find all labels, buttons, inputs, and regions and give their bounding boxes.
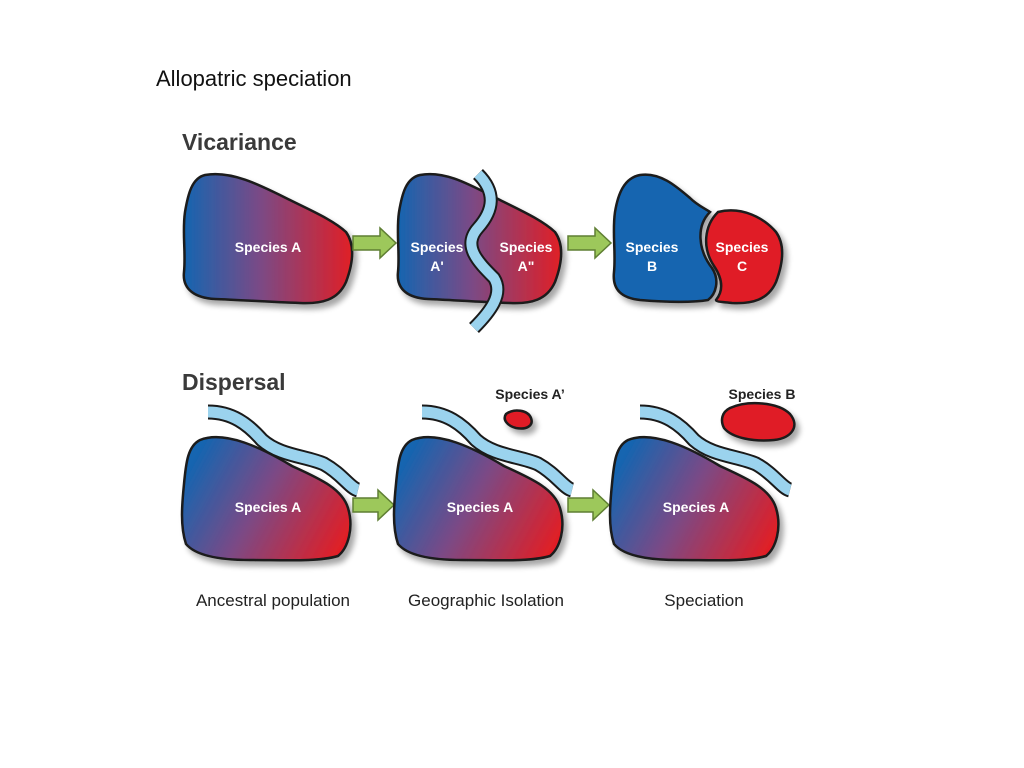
island-population [503, 409, 533, 430]
species-a-range [392, 435, 564, 562]
species-a-range [182, 172, 354, 305]
species-b-range [612, 173, 718, 304]
disp-stage3-island-label: Species B [729, 386, 796, 402]
dispersal-title: Dispersal [182, 369, 286, 395]
caption-geographic-isolation: Geographic Isolation [408, 591, 564, 610]
species-a-range [608, 435, 780, 562]
dispersal-stage1 [180, 435, 352, 562]
disp-stage2-label: Species A [447, 499, 513, 515]
arrow-right [352, 226, 398, 260]
disp-stage2-island-label: Species A’ [495, 386, 565, 402]
river-fill [421, 406, 575, 496]
species-a-range [180, 435, 352, 562]
species-b-island [720, 402, 796, 442]
vicariance-stage1 [182, 172, 354, 305]
vic-stage3-left-line1: Species [626, 239, 679, 255]
vic-stage2-right-line1: Species [500, 239, 553, 255]
arrow-right [567, 488, 611, 522]
river-fill [207, 406, 361, 496]
disp-stage3-label: Species A [663, 499, 729, 515]
vic-stage3-right-line1: Species [716, 239, 769, 255]
vic-stage3-left-line2: B [647, 258, 657, 274]
river-fill [639, 406, 793, 496]
slide-title: Allopatric speciation [156, 66, 352, 91]
vicariance-stage3 [612, 173, 784, 305]
vic-stage3-right-line2: C [737, 258, 747, 274]
arrow-right [567, 226, 613, 260]
dispersal-stage3 [608, 402, 796, 562]
disp-stage1-label: Species A [235, 499, 301, 515]
vic-stage2-left-line2: A' [430, 258, 443, 274]
dispersal-stage2 [392, 409, 564, 562]
river-barrier-fill [466, 170, 503, 332]
arrow-right [352, 488, 396, 522]
caption-speciation: Speciation [664, 591, 743, 610]
vicariance-title: Vicariance [182, 129, 297, 155]
vic-stage2-left-line1: Species [411, 239, 464, 255]
vic-stage1-label: Species A [235, 239, 301, 255]
caption-ancestral-population: Ancestral population [196, 591, 350, 610]
vic-stage2-right-line2: A" [518, 258, 535, 274]
species-c-range [705, 209, 784, 305]
